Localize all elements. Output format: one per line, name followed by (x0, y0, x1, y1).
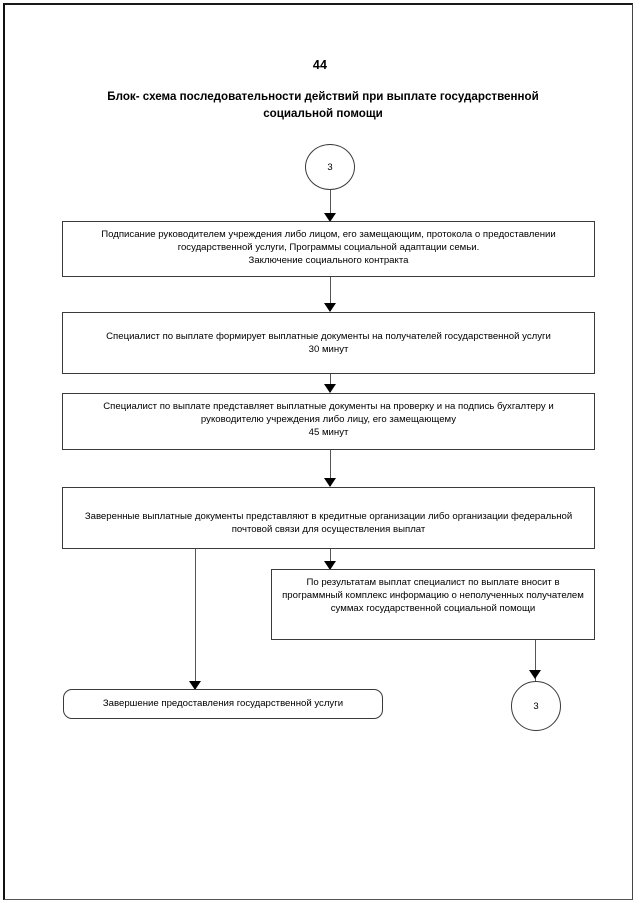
node-send-to-banks: Заверенные выплатные документы представл… (62, 487, 595, 549)
page-title: Блок- схема последовательности действий … (107, 90, 539, 120)
connector-line-submit-to-banks (330, 450, 331, 486)
node-signing: Подписание руководителем учреждения либо… (62, 221, 595, 277)
node-send-to-banks-text: Заверенные выплатные документы представл… (84, 511, 573, 536)
connector-arrow-register-to-circle (529, 670, 541, 679)
node-signing-text: Подписание руководителем учреждения либо… (101, 229, 556, 267)
connector-line-register-to-circle (535, 640, 536, 682)
node-submit-for-check-text: Специалист по выплате представляет выпла… (103, 401, 554, 439)
connector-circle-top-label: 3 (327, 161, 333, 173)
connector-line-circle-to-signing (330, 190, 331, 220)
node-completion-text: Завершение предоставления государственно… (102, 698, 344, 710)
connector-arrow-signing-to-form (324, 303, 336, 312)
connector-arrow-banks-to-register (324, 561, 336, 570)
connector-line-banks-to-register (330, 549, 331, 570)
connector-circle-top: 3 (305, 144, 355, 190)
node-submit-for-check: Специалист по выплате представляет выпла… (62, 393, 595, 450)
connector-line-banks-to-completion (195, 549, 196, 689)
page-number: 44 (312, 58, 328, 72)
connector-arrow-banks-to-completion (189, 681, 201, 690)
node-form-documents-text: Специалист по выплате формирует выплатны… (106, 331, 551, 356)
connector-circle-bottom-label: 3 (533, 700, 539, 712)
connector-arrow-submit-to-banks (324, 478, 336, 487)
page-border (3, 3, 633, 900)
connector-line-form-to-submit (330, 374, 331, 392)
connector-circle-bottom: 3 (511, 681, 561, 731)
node-register-unpaid: По результатам выплат специалист по выпл… (271, 569, 595, 640)
connector-line-signing-to-form (330, 277, 331, 311)
connector-arrow-circle-to-signing (324, 213, 336, 222)
connector-arrow-form-to-submit (324, 384, 336, 393)
node-form-documents: Специалист по выплате формирует выплатны… (62, 312, 595, 374)
node-register-unpaid-text: По результатам выплат специалист по выпл… (282, 577, 584, 615)
node-completion: Завершение предоставления государственно… (63, 689, 383, 719)
